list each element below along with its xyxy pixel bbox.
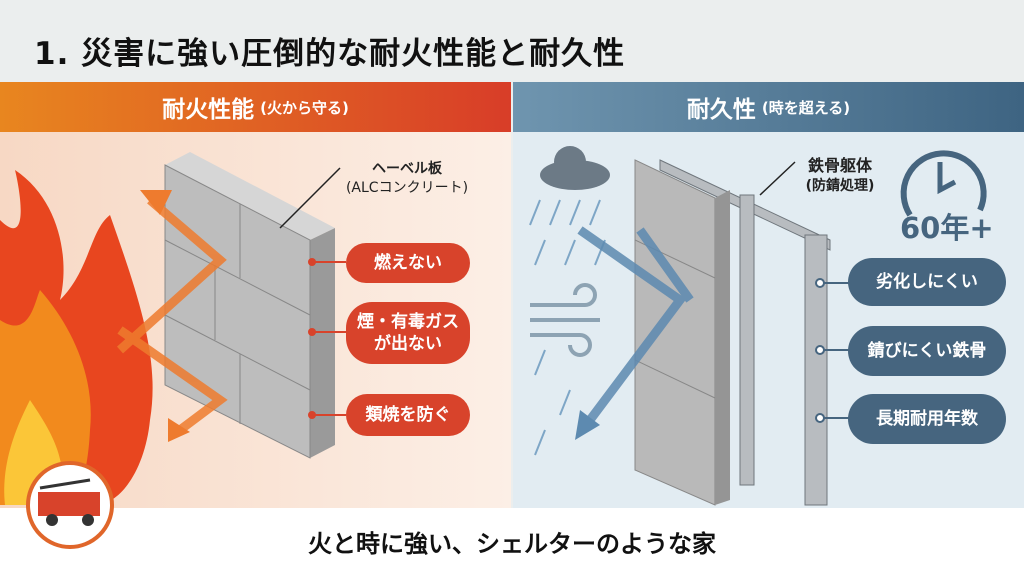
years-label: 60年+ [900, 211, 994, 245]
steel-frame [659, 159, 831, 506]
flame-icon [0, 170, 153, 505]
concrete-wall-panel [634, 159, 730, 506]
connector-dots [308, 258, 346, 419]
fire-resistance-header: 耐火性能 (火から守る) [0, 82, 511, 132]
caption: 火と時に強い、シェルターのような家 [308, 530, 716, 558]
material-name: ヘーベル板 [372, 161, 442, 177]
connector-dots [815, 278, 850, 423]
material-label: ヘーベル板 (ALCコンクリート) [342, 160, 472, 198]
clock-icon [900, 150, 987, 217]
bubble-no-toxic-gas: 煙・有毒ガスが出ない [346, 302, 470, 364]
leader-line [279, 167, 341, 229]
wind-icon [530, 283, 600, 357]
fire-truck-icon [26, 461, 114, 549]
page-title: 1. 災害に強い圧倒的な耐火性能と耐久性 [34, 36, 626, 72]
durability-subheading: (時を超える) [761, 98, 851, 117]
frame-label: 鉄骨躯体 (防錆処理) [790, 155, 890, 195]
deflected-arrow [116, 196, 228, 434]
bubble-line-1: 煙・有毒ガス [357, 311, 459, 332]
durability-header: 耐久性 (時を超える) [513, 82, 1024, 132]
rain-cloud-icon [529, 146, 610, 456]
arrow-head-icon [140, 190, 172, 215]
caption-band [0, 508, 1024, 572]
durability-heading: 耐久性 [686, 97, 756, 123]
bubble-low-deterioration: 劣化しにくい [848, 258, 1006, 306]
fire-subheading: (火から守る) [260, 98, 349, 117]
bubble-nonflammable: 燃えない [346, 243, 470, 283]
fire-heading: 耐火性能 [162, 97, 255, 123]
material-subname: (ALCコンクリート) [345, 179, 469, 196]
bubble-line-2: が出ない [374, 334, 442, 354]
frame-name: 鉄骨躯体 [807, 156, 872, 175]
frame-subname: (防錆処理) [805, 177, 875, 194]
arrow-head-icon [168, 418, 190, 442]
arrow-head-icon [575, 410, 600, 440]
bubble-long-life: 長期耐用年数 [848, 394, 1006, 444]
leader-line [759, 161, 796, 196]
bubble-prevent-spread: 類焼を防ぐ [346, 394, 470, 436]
deflected-arrow [577, 226, 694, 423]
bubble-rust-resistant: 錆びにくい鉄骨 [848, 326, 1006, 376]
